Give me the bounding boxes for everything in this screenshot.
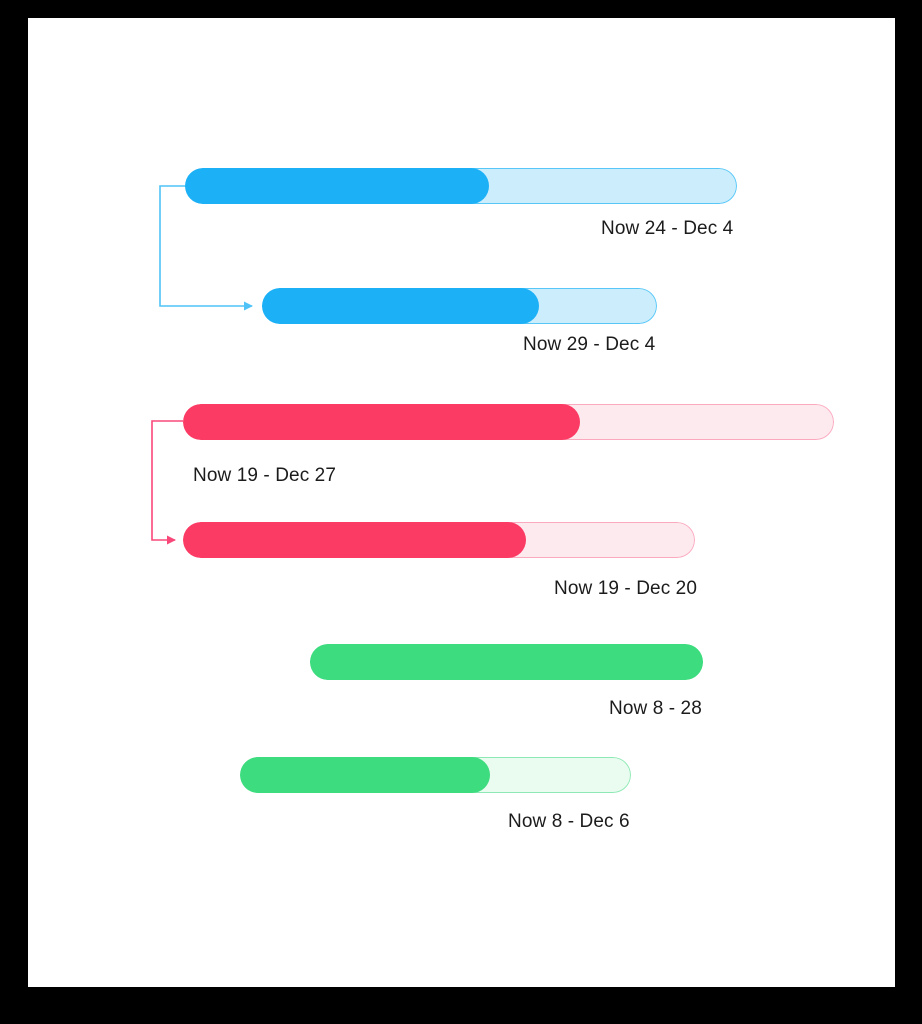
chart-canvas (28, 18, 895, 987)
gantt-bar-progress-fill (185, 168, 489, 204)
gantt-bar-date-label: Now 24 - Dec 4 (601, 218, 734, 239)
gantt-bar[interactable] (183, 522, 695, 558)
gantt-bar-progress-fill (262, 288, 539, 324)
gantt-bar-progress-fill (183, 522, 527, 558)
gantt-bar[interactable] (183, 404, 834, 440)
gantt-bar-date-label: Now 19 - Dec 27 (193, 465, 337, 486)
gantt-bar-progress-fill (310, 644, 703, 680)
gantt-bar-date-label: Now 19 - Dec 20 (554, 578, 698, 599)
gantt-bar[interactable] (185, 168, 737, 204)
gantt-bar[interactable] (240, 757, 631, 793)
gantt-bar-date-label: Now 29 - Dec 4 (523, 334, 656, 355)
gantt-bar-progress-fill (183, 404, 581, 440)
gantt-bar-date-label: Now 8 - 28 (609, 698, 702, 719)
gantt-bar[interactable] (262, 288, 657, 324)
gantt-bar-date-label: Now 8 - Dec 6 (508, 811, 630, 832)
gantt-bar[interactable] (310, 644, 703, 680)
gantt-bar-progress-fill (240, 757, 491, 793)
